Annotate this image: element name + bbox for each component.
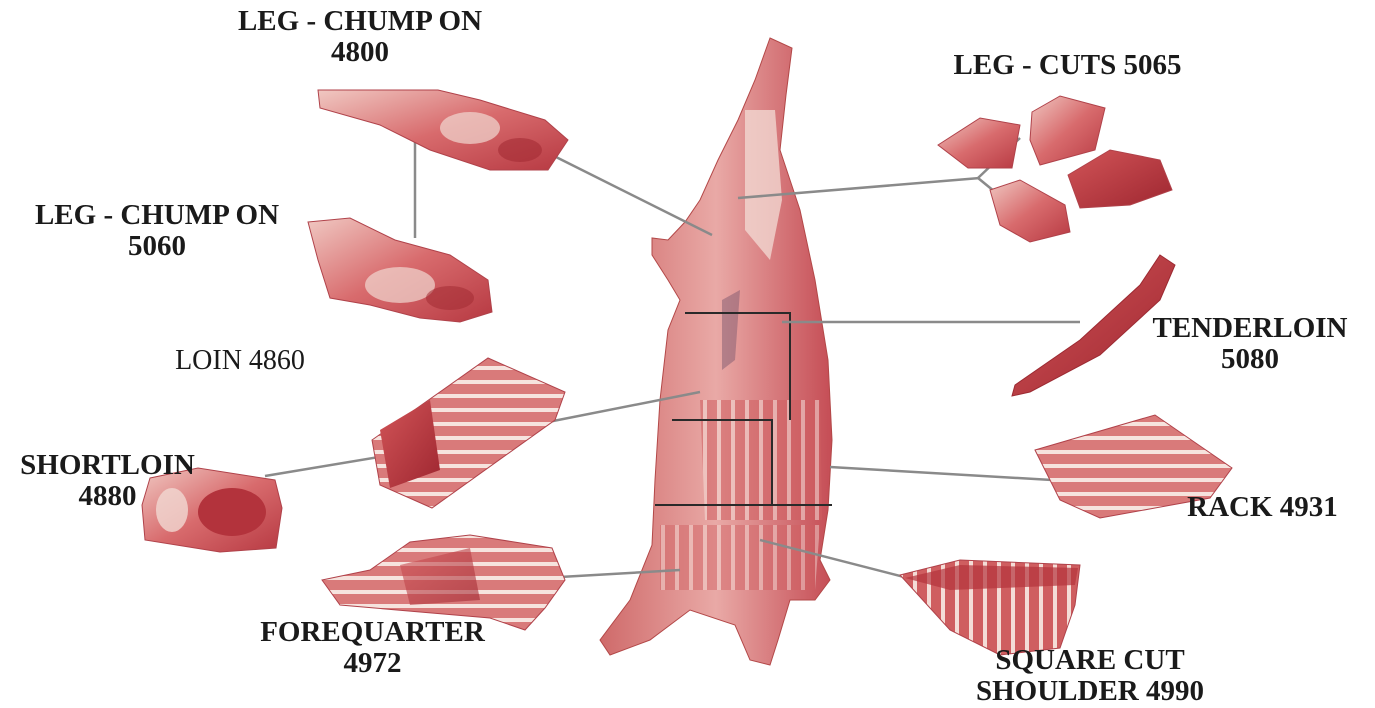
label-tenderloin-5080-line1: TENDERLOIN — [1130, 313, 1370, 344]
label-leg-chump-on-5060: LEG - CHUMP ON 5060 — [12, 200, 302, 262]
leg-cuts-5065-image — [938, 96, 1172, 242]
label-square-cut-shoulder-4990-line2: SHOULDER 4990 — [950, 676, 1230, 707]
label-tenderloin-5080: TENDERLOIN 5080 — [1130, 313, 1370, 375]
leg-chump-on-4800-image — [318, 90, 568, 170]
label-loin-4860-text: LOIN 4860 — [150, 345, 330, 376]
label-shortloin-4880-line1: SHORTLOIN — [5, 450, 210, 481]
lamb-carcass — [600, 38, 832, 665]
leg-chump-on-5060-image — [308, 218, 492, 322]
label-rack-4931-text: RACK 4931 — [1160, 492, 1365, 523]
loin-4860-image — [372, 358, 565, 508]
label-forequarter-4972-line2: 4972 — [235, 648, 510, 679]
label-square-cut-shoulder-4990-line1: SQUARE CUT — [950, 645, 1230, 676]
label-leg-cuts-5065-text: LEG - CUTS 5065 — [930, 50, 1205, 81]
label-shortloin-4880-line2: 4880 — [5, 481, 210, 512]
label-rack-4931: RACK 4931 — [1160, 492, 1365, 523]
label-square-cut-shoulder-4990: SQUARE CUT SHOULDER 4990 — [950, 645, 1230, 707]
label-leg-chump-on-5060-line1: LEG - CHUMP ON — [12, 200, 302, 231]
label-tenderloin-5080-line2: 5080 — [1130, 344, 1370, 375]
square-cut-shoulder-4990-image — [900, 560, 1080, 655]
label-leg-cuts-5065: LEG - CUTS 5065 — [930, 50, 1205, 81]
label-leg-chump-on-4800-line2: 4800 — [215, 37, 505, 68]
label-leg-chump-on-4800: LEG - CHUMP ON 4800 — [215, 6, 505, 68]
label-shortloin-4880: SHORTLOIN 4880 — [5, 450, 210, 512]
label-forequarter-4972-line1: FOREQUARTER — [235, 617, 510, 648]
label-leg-chump-on-5060-line2: 5060 — [12, 231, 302, 262]
label-forequarter-4972: FOREQUARTER 4972 — [235, 617, 510, 679]
label-leg-chump-on-4800-line1: LEG - CHUMP ON — [215, 6, 505, 37]
label-loin-4860: LOIN 4860 — [150, 345, 330, 376]
